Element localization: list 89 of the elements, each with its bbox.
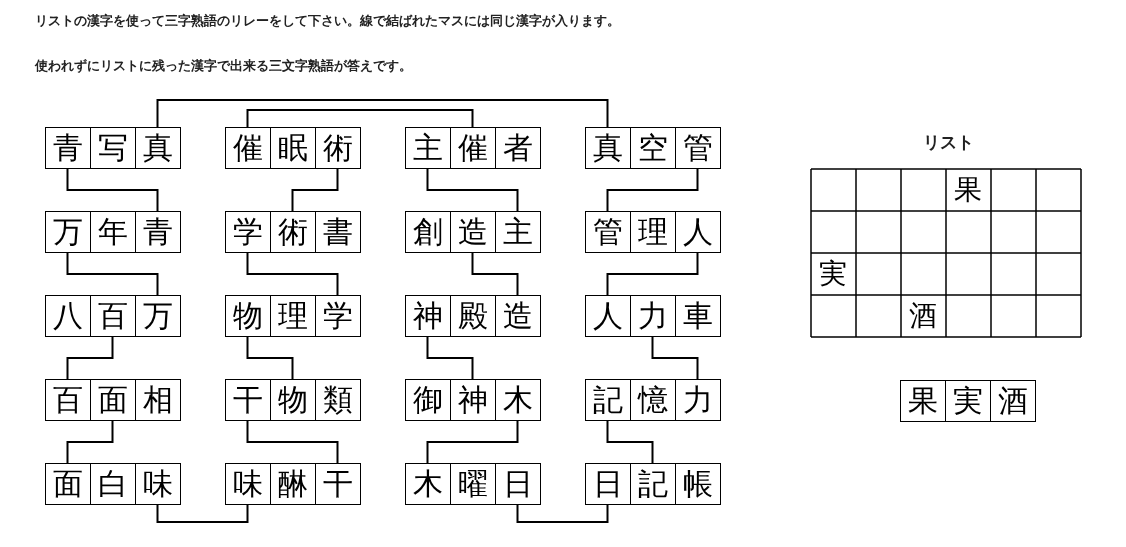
kanji-cell: 管 — [675, 127, 721, 169]
kanji-cell: 日 — [495, 463, 541, 505]
kanji-cell: 帳 — [675, 463, 721, 505]
kanji-cell: 物 — [270, 379, 316, 421]
connector-line — [66, 420, 114, 464]
kanji-cell: 管 — [585, 211, 631, 253]
connector-line — [66, 336, 114, 380]
kanji-cell: 曜 — [450, 463, 496, 505]
connector-line — [246, 252, 339, 296]
kanji-cell: 学 — [315, 295, 361, 337]
kanji-cell: 創 — [405, 211, 451, 253]
kanji-cell: 殿 — [450, 295, 496, 337]
kanji-cell: 真 — [585, 127, 631, 169]
kanji-cell: 面 — [45, 463, 91, 505]
instruction-text: リストの漢字を使って三字熟語のリレーをして下さい。線で結ばれたマスには同じ漢字が入ります。 — [35, 12, 620, 30]
kanji-cell: 書 — [315, 211, 361, 253]
connector-line — [471, 252, 519, 296]
kanji-cell: 憶 — [630, 379, 676, 421]
kanji-cell: 物 — [225, 295, 271, 337]
list-kanji: 酒 — [909, 302, 937, 330]
kanji-cell: 造 — [495, 295, 541, 337]
kanji-cell: 理 — [270, 295, 316, 337]
instruction-text: 使われずにリストに残った漢字で出来る三文字熟語が答えです。 — [35, 57, 412, 75]
connector-line — [606, 420, 654, 464]
answer-cell: 果 — [900, 380, 946, 422]
kanji-cell: 御 — [405, 379, 451, 421]
list-kanji: 果 — [954, 176, 982, 204]
kanji-cell: 人 — [675, 211, 721, 253]
kanji-cell: 真 — [135, 127, 181, 169]
connector-line — [426, 420, 519, 464]
kanji-cell: 青 — [135, 211, 181, 253]
connector-line — [246, 336, 294, 380]
kanji-cell: 力 — [630, 295, 676, 337]
kanji-cell: 味 — [135, 463, 181, 505]
kanji-cell: 空 — [630, 127, 676, 169]
kanji-cell: 相 — [135, 379, 181, 421]
kanji-cell: 眠 — [270, 127, 316, 169]
kanji-cell: 干 — [315, 463, 361, 505]
kanji-cell: 木 — [495, 379, 541, 421]
kanji-cell: 面 — [90, 379, 136, 421]
kanji-cell: 万 — [45, 211, 91, 253]
connector-line — [651, 336, 699, 380]
connector-line — [426, 168, 519, 212]
kanji-cell: 人 — [585, 295, 631, 337]
kanji-cell: 車 — [675, 295, 721, 337]
kanji-cell: 者 — [495, 127, 541, 169]
kanji-cell: 力 — [675, 379, 721, 421]
connector-line — [246, 109, 474, 128]
kanji-cell: 万 — [135, 295, 181, 337]
kanji-cell: 記 — [585, 379, 631, 421]
connector-line — [156, 504, 249, 523]
kanji-cell: 味 — [225, 463, 271, 505]
connector-line — [66, 252, 159, 296]
connector-line — [291, 168, 339, 212]
kanji-cell: 干 — [225, 379, 271, 421]
connector-line — [516, 504, 609, 523]
list-heading: リスト — [922, 131, 974, 154]
kanji-cell: 記 — [630, 463, 676, 505]
kanji-cell: 日 — [585, 463, 631, 505]
kanji-cell: 木 — [405, 463, 451, 505]
connector-line — [606, 252, 699, 296]
kanji-cell: 写 — [90, 127, 136, 169]
kanji-cell: 理 — [630, 211, 676, 253]
kanji-cell: 術 — [270, 211, 316, 253]
connector-line — [156, 99, 609, 128]
kanji-cell: 醂 — [270, 463, 316, 505]
kanji-cell: 造 — [450, 211, 496, 253]
connector-line — [606, 168, 699, 212]
answer-cell: 実 — [945, 380, 991, 422]
kanji-cell: 年 — [90, 211, 136, 253]
kanji-cell: 催 — [225, 127, 271, 169]
connector-line — [66, 168, 159, 212]
kanji-cell: 主 — [405, 127, 451, 169]
kanji-cell: 術 — [315, 127, 361, 169]
kanji-cell: 青 — [45, 127, 91, 169]
kanji-cell: 百 — [45, 379, 91, 421]
kanji-cell: 主 — [495, 211, 541, 253]
connector-line — [426, 336, 474, 380]
kanji-cell: 神 — [450, 379, 496, 421]
kanji-cell: 百 — [90, 295, 136, 337]
kanji-cell: 八 — [45, 295, 91, 337]
kanji-cell: 類 — [315, 379, 361, 421]
kanji-cell: 学 — [225, 211, 271, 253]
answer-cell: 酒 — [990, 380, 1036, 422]
kanji-cell: 催 — [450, 127, 496, 169]
list-kanji: 実 — [819, 260, 847, 288]
kanji-cell: 白 — [90, 463, 136, 505]
connector-line — [246, 420, 339, 464]
kanji-cell: 神 — [405, 295, 451, 337]
